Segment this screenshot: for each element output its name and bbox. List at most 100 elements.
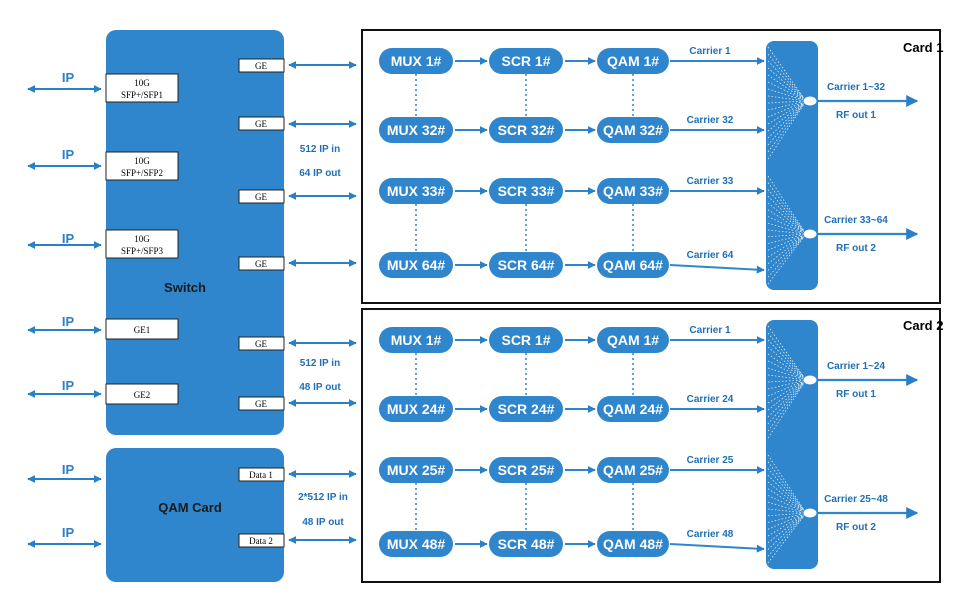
mux-block[interactable]: MUX 25# [379, 457, 453, 483]
data2-port[interactable]: Data 2 [238, 533, 285, 548]
carrier-arrow [669, 543, 765, 553]
sfp-port-1-name: SFP+/SFP1 [121, 90, 163, 100]
rf-out-label: RF out 2 [836, 243, 876, 254]
qam-block[interactable]: QAM 25# [597, 457, 669, 483]
chain-row: MUX 24# SCR 24# QAM 24# Carrier 24 [379, 394, 765, 422]
qam-block[interactable]: QAM 1# [597, 48, 669, 74]
ge-out-port-5[interactable]: GE [238, 336, 285, 351]
sfp-port-3[interactable]: 10G SFP+/SFP3 [105, 229, 179, 259]
qam-block[interactable]: QAM 1# [597, 327, 669, 353]
chain-row: MUX 1# SCR 1# QAM 1# Carrier 1 [379, 325, 765, 353]
ge-out-port-3-label: GE [255, 192, 267, 202]
combiner-fan [767, 454, 807, 564]
scr-block[interactable]: SCR 48# [489, 531, 563, 557]
qam-label: QAM 64# [603, 257, 663, 273]
ge-out-port-4-label: GE [255, 259, 267, 269]
mux-block[interactable]: MUX 48# [379, 531, 453, 557]
combiner-fan [767, 175, 807, 285]
sfp-port-1-speed: 10G [134, 78, 150, 88]
qam-block[interactable]: QAM 48# [597, 531, 669, 557]
mux-label: MUX 32# [387, 122, 446, 138]
ip-links-left: IP IP IP IP IP IP IP [27, 70, 102, 548]
mux-block[interactable]: MUX 24# [379, 396, 453, 422]
scr-block[interactable]: SCR 25# [489, 457, 563, 483]
ge-out-port-4[interactable]: GE [238, 256, 285, 271]
combiner-port [802, 95, 818, 107]
scr-block[interactable]: SCR 1# [489, 327, 563, 353]
mux-label: MUX 64# [387, 257, 446, 273]
scr-block[interactable]: SCR 64# [489, 252, 563, 278]
qam-block[interactable]: QAM 32# [597, 117, 669, 143]
carrier-label: Carrier 25 [687, 455, 734, 466]
chain-row: MUX 1#SCR 1#QAM 1#Carrier 1 [379, 46, 765, 74]
qam-label: QAM 48# [603, 536, 663, 552]
ge2-port[interactable]: GE2 [105, 383, 179, 405]
scr-block[interactable]: SCR 24# [489, 396, 563, 422]
scr-block[interactable]: SCR 1# [489, 48, 563, 74]
data1-port[interactable]: Data 1 [238, 467, 285, 482]
carrier-range-label: Carrier 25~48 [824, 494, 888, 505]
carrier-range-label: Carrier 1~24 [827, 361, 886, 372]
carrier-label: Carrier 1 [689, 325, 731, 336]
qam-label: QAM 25# [603, 462, 663, 478]
mux-label: MUX 1# [391, 332, 442, 348]
ip-label-1: IP [62, 70, 75, 85]
scr-label: SCR 32# [498, 122, 555, 138]
qam-block[interactable]: QAM 24# [597, 396, 669, 422]
mux-block[interactable]: MUX 1# [379, 48, 453, 74]
mux-block[interactable]: MUX 64# [379, 252, 453, 278]
qam-label: QAM 1# [607, 53, 659, 69]
sfp-port-2-speed: 10G [134, 156, 150, 166]
carrier-label: Carrier 33 [687, 176, 734, 187]
carrier-label: Carrier 24 [687, 394, 734, 405]
ge-out-port-2-label: GE [255, 119, 267, 129]
scr-block[interactable]: SCR 32# [489, 117, 563, 143]
sfp-port-2[interactable]: 10G SFP+/SFP2 [105, 151, 179, 181]
ge-out-port-2[interactable]: GE [238, 116, 285, 131]
ge-out-port-3[interactable]: GE [238, 189, 285, 204]
chain-row: MUX 25# SCR 25# QAM 25# Carrier 25 [379, 455, 765, 483]
ge1-port[interactable]: GE1 [105, 318, 179, 340]
scr-label: SCR 33# [498, 183, 555, 199]
scr-block[interactable]: SCR 33# [489, 178, 563, 204]
link-label-1-out: 64 IP out [299, 168, 341, 179]
rf-out-label: RF out 1 [836, 110, 876, 121]
qam-label: QAM 33# [603, 183, 663, 199]
card-1-frame [361, 29, 941, 304]
card-links [288, 61, 357, 544]
ge-out-port-6[interactable]: GE [238, 396, 285, 411]
data2-port-label: Data 2 [249, 536, 273, 546]
ge-out-port-1[interactable]: GE [238, 58, 285, 73]
scr-label: SCR 64# [498, 257, 555, 273]
sfp-port-3-speed: 10G [134, 234, 150, 244]
combiner-port [802, 507, 818, 519]
scr-label: SCR 25# [498, 462, 555, 478]
switch-label: Switch [164, 280, 206, 295]
ge2-port-label: GE2 [134, 390, 151, 400]
ip-label-7: IP [62, 525, 75, 540]
mux-label: MUX 48# [387, 536, 446, 552]
qam-block[interactable]: QAM 33# [597, 178, 669, 204]
mux-label: MUX 33# [387, 183, 446, 199]
chain-row: MUX 32#SCR 32#QAM 32#Carrier 32 [379, 115, 765, 143]
ip-label-4: IP [62, 314, 75, 329]
mux-block[interactable]: MUX 1# [379, 327, 453, 353]
ge-out-port-5-label: GE [255, 339, 267, 349]
mux-block[interactable]: MUX 33# [379, 178, 453, 204]
combiner-fan [767, 325, 807, 439]
sfp-port-2-name: SFP+/SFP2 [121, 168, 163, 178]
chain-row: MUX 33# SCR 33# QAM 33# Carrier 33 [379, 176, 765, 204]
mux-label: MUX 24# [387, 401, 446, 417]
cards-content: MUX 1# SCR 1# QAM 1# Carrier 1 MUX 32# SCR 32… [379, 41, 919, 569]
ge1-port-label: GE1 [134, 325, 151, 335]
link-label-3-out: 48 IP out [302, 517, 344, 528]
carrier-label: Carrier 64 [687, 250, 734, 261]
mux-label: MUX 25# [387, 462, 446, 478]
mux-block[interactable]: MUX 32# [379, 117, 453, 143]
sfp-port-1[interactable]: 10G SFP+/SFP1 [105, 73, 179, 103]
card-2-frame [361, 308, 941, 583]
combiner-port [802, 374, 818, 386]
qam-block[interactable]: QAM 64# [597, 252, 669, 278]
scr-label: SCR 48# [498, 536, 555, 552]
